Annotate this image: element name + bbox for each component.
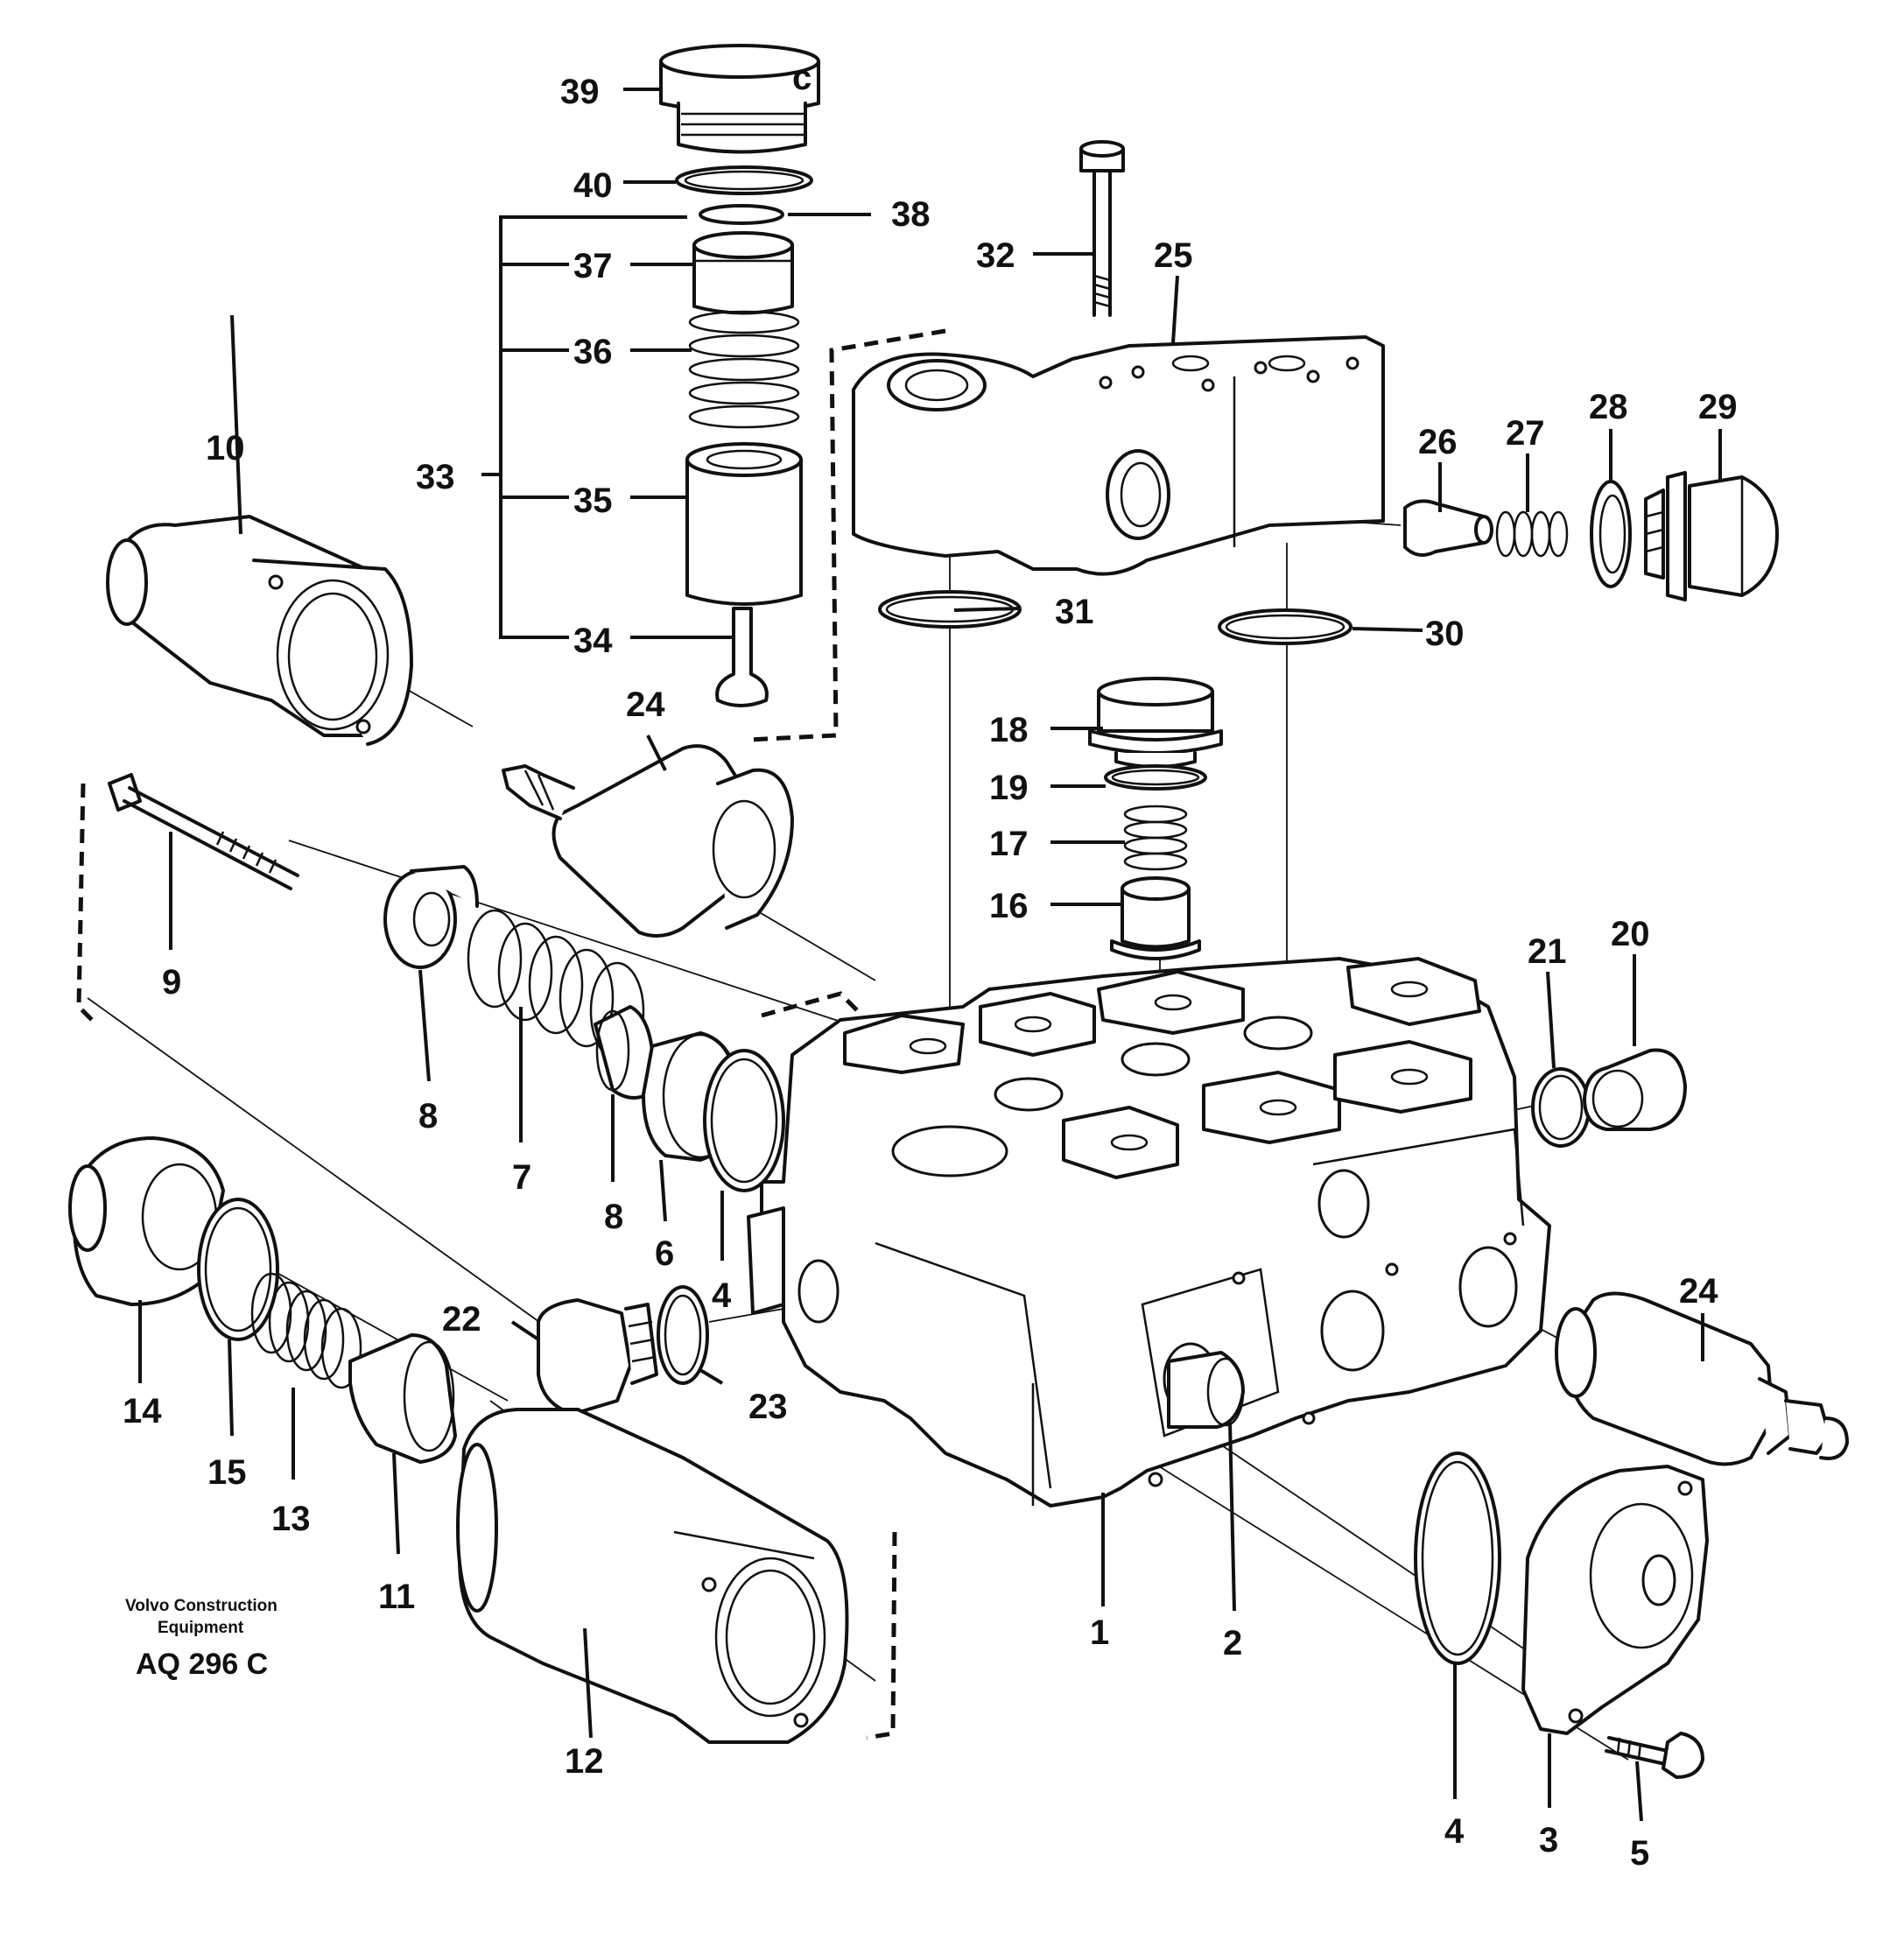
callout-23: 23 — [748, 1388, 788, 1426]
callout-24-upper: 24 — [626, 685, 665, 724]
part-20-plug — [1583, 1048, 1687, 1131]
part-28-washer — [1590, 480, 1632, 588]
callout-19: 19 — [989, 769, 1029, 807]
part-19-o-ring — [1104, 764, 1207, 791]
bracket-33 — [481, 215, 687, 639]
callout-8-left: 8 — [418, 1097, 438, 1135]
part-22-plug — [537, 1298, 658, 1416]
callout-4-lower: 4 — [1444, 1812, 1465, 1851]
part-34-stem — [715, 607, 769, 707]
callout-12: 12 — [565, 1742, 604, 1781]
callout-34: 34 — [573, 622, 613, 660]
callout-31: 31 — [1055, 593, 1094, 631]
callout-16: 16 — [989, 887, 1029, 925]
part-31-o-ring — [878, 590, 1022, 629]
part-8-seat-upper — [383, 865, 479, 969]
caption-line1: Volvo Construction — [125, 1597, 278, 1615]
callout-8-right: 8 — [604, 1198, 623, 1236]
callout-18: 18 — [989, 711, 1029, 749]
part-21-o-ring — [1531, 1067, 1591, 1148]
callout-13: 13 — [271, 1500, 311, 1538]
callout-40: 40 — [573, 166, 613, 205]
callout-labels: 39 40 38 37 36 33 35 34 32 25 31 30 26 2… — [123, 73, 1738, 1873]
figure-caption: Volvo Construction Equipment AQ 296 C — [125, 1597, 278, 1681]
callout-3: 3 — [1539, 1821, 1558, 1859]
callout-2: 2 — [1223, 1624, 1242, 1662]
callout-27: 27 — [1506, 414, 1545, 453]
part-25-housing — [852, 335, 1385, 576]
callout-21: 21 — [1528, 932, 1567, 971]
part-37-sleeve — [692, 231, 794, 315]
part-17-spring — [1123, 805, 1188, 871]
callout-26: 26 — [1418, 423, 1458, 461]
callout-24-lower: 24 — [1679, 1272, 1718, 1311]
callout-32: 32 — [976, 236, 1015, 275]
part-38-ring — [699, 204, 784, 225]
part-11-sleeve — [348, 1333, 457, 1464]
callout-17: 17 — [989, 825, 1029, 863]
part-24-valve-lower — [1555, 1291, 1849, 1466]
callout-38: 38 — [891, 195, 931, 234]
part-39-cap: c — [659, 44, 820, 154]
part-12-end-cap — [456, 1408, 849, 1744]
part-29-plug — [1644, 471, 1779, 601]
part-16-check-valve — [1110, 876, 1201, 960]
callout-11: 11 — [378, 1578, 415, 1616]
part-35-piston — [685, 442, 803, 606]
callout-15: 15 — [207, 1453, 247, 1492]
part-24-valve-upper — [502, 744, 794, 938]
callout-33: 33 — [416, 458, 455, 496]
callout-35: 35 — [573, 481, 613, 520]
callout-22: 22 — [442, 1300, 481, 1339]
part-13-spring — [250, 1272, 362, 1389]
part-23-o-ring — [657, 1285, 709, 1385]
callout-39: 39 — [560, 73, 600, 111]
callout-5: 5 — [1630, 1834, 1649, 1873]
callout-6: 6 — [655, 1234, 674, 1273]
part-15-o-ring — [197, 1198, 279, 1341]
part-30-o-ring — [1218, 608, 1352, 645]
callout-30: 30 — [1425, 615, 1465, 653]
part-10-end-cap — [106, 515, 413, 746]
svg-text:c: c — [792, 59, 811, 97]
caption-line2: Equipment — [158, 1619, 244, 1637]
part-32-bolt — [1079, 140, 1125, 317]
part-4-o-ring-upper — [703, 1049, 785, 1192]
part-36-spring — [688, 310, 800, 429]
callout-29: 29 — [1698, 388, 1738, 426]
callout-1: 1 — [1090, 1613, 1109, 1652]
part-9-bolt — [108, 773, 299, 890]
part-26-plunger — [1403, 499, 1493, 557]
callout-25: 25 — [1154, 236, 1193, 275]
caption-code: AQ 296 C — [136, 1648, 268, 1681]
callout-4-upper: 4 — [712, 1276, 732, 1315]
callout-14: 14 — [123, 1392, 162, 1430]
callout-37: 37 — [573, 247, 613, 285]
callout-9: 9 — [162, 963, 181, 1002]
callout-28: 28 — [1589, 388, 1628, 426]
part-18-plug — [1088, 677, 1223, 769]
part-14-cap — [68, 1136, 225, 1306]
dashed-group-lines — [76, 328, 946, 1740]
callout-10: 10 — [206, 429, 245, 467]
callout-20: 20 — [1611, 915, 1650, 953]
callout-36: 36 — [573, 333, 613, 371]
callout-7: 7 — [512, 1158, 531, 1197]
part-4-o-ring-lower — [1414, 1452, 1501, 1665]
part-3-end-cover — [1521, 1465, 1709, 1735]
part-5-bolt — [1605, 1732, 1704, 1779]
part-7-spring — [467, 909, 645, 1061]
part-27-spring — [1495, 510, 1569, 558]
part-40-o-ring — [675, 165, 813, 195]
leader-lines — [138, 88, 1722, 1822]
part-1-valve-block — [747, 957, 1551, 1508]
